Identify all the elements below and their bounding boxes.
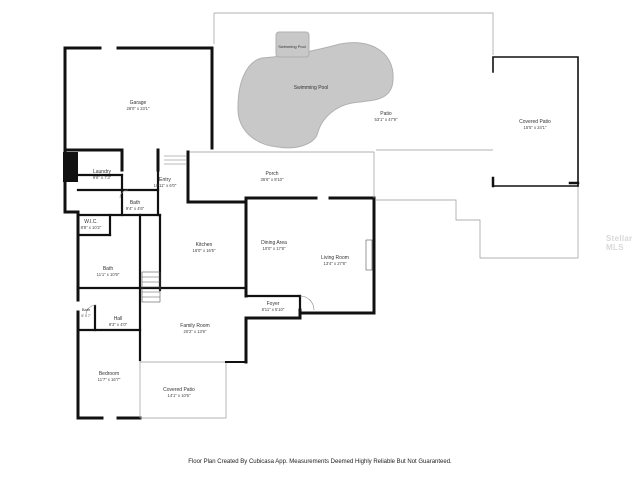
room-hall: Hall 8'3" x 4'0" — [109, 316, 128, 327]
room-kitchen: Kitchen 16'0" x 16'5" — [193, 242, 216, 253]
room-family: Family Room 20'2" x 13'6" — [180, 323, 209, 334]
room-name-entry: Entry — [159, 177, 171, 183]
room-name-covered-patio-right: Covered Patio — [519, 119, 551, 125]
covered-patio-right-walls — [491, 56, 580, 188]
room-dim-family: 20'2" x 13'6" — [184, 329, 207, 334]
room-bedroom: Bedroom 11'7" x 16'7" — [98, 371, 121, 382]
room-name-living: Living Room — [321, 255, 349, 261]
entry-steps — [164, 155, 186, 165]
room-name-hall: Hall — [114, 316, 123, 322]
room-patio: Patio 53'1" x 47'9" — [375, 111, 398, 122]
room-dim-bath-small: 5' x 7' — [81, 314, 90, 318]
room-swimming-pool: Swimming Pool — [294, 85, 328, 91]
stairs — [141, 271, 161, 303]
room-name-patio: Patio — [380, 111, 392, 117]
room-swimming-pool-small: Swimming Pool — [278, 44, 306, 49]
room-name-pool-small: Swimming Pool — [278, 44, 306, 49]
room-garage: Garage 28'0" x 23'1" — [127, 100, 150, 111]
room-foyer: Foyer 8'11" x 5'10" — [262, 301, 285, 312]
room-bath-upper: Bath 9'4" x 4'6" — [126, 200, 145, 211]
room-dim-covered-patio-right: 15'5" x 24'1" — [524, 125, 547, 130]
room-dim-foyer: 8'11" x 5'10" — [262, 307, 285, 312]
room-porch: Porch 35'6" x 8'10" — [261, 171, 284, 182]
room-name-bath-small: Bath — [82, 307, 90, 312]
room-name-dining: Dining Area — [261, 240, 287, 246]
room-name-porch: Porch — [265, 171, 278, 177]
room-covered-patio-right: Covered Patio 15'5" x 24'1" — [519, 119, 551, 130]
room-wic: W.I.C. 8'8" x 10'2" — [81, 219, 102, 230]
room-dim-bath-middle: 11'1" x 10'9" — [97, 272, 120, 277]
room-living: Living Room 13'4" x 27'8" — [321, 255, 349, 266]
room-name-bedroom: Bedroom — [99, 371, 119, 377]
patio-outline — [213, 12, 579, 259]
house-walls — [63, 150, 376, 420]
room-dim-bedroom: 11'7" x 16'7" — [98, 377, 121, 382]
room-entry: Entry 10'11" x 6'0" — [154, 177, 177, 188]
room-covered-patio-bottom: Covered Patio 14'1" x 10'6" — [163, 387, 195, 398]
room-dim-kitchen: 16'0" x 16'5" — [193, 248, 216, 253]
swimming-pool-shape — [237, 31, 394, 149]
room-dim-dining: 10'0" x 17'8" — [263, 246, 286, 251]
room-dim-bath-upper: 9'4" x 4'6" — [126, 206, 145, 211]
room-dim-living: 13'4" x 27'8" — [324, 261, 347, 266]
room-name-kitchen: Kitchen — [196, 242, 213, 248]
room-bath-middle: Bath 11'1" x 10'9" — [97, 266, 120, 277]
room-dim-wic: 8'8" x 10'2" — [81, 225, 102, 230]
room-name-bath-middle: Bath — [103, 266, 114, 272]
room-dim-garage: 28'0" x 23'1" — [127, 106, 150, 111]
room-dim-laundry: 9'8" x 7'3" — [93, 175, 112, 180]
room-dim-hall: 8'3" x 4'0" — [109, 322, 128, 327]
room-dim-covered-patio-bottom: 14'1" x 10'6" — [168, 393, 191, 398]
room-dim-porch: 35'6" x 8'10" — [261, 177, 284, 182]
room-name-bath-upper: Bath — [130, 200, 141, 206]
room-dining: Dining Area 10'0" x 17'8" — [261, 240, 287, 251]
garage-walls — [63, 46, 214, 172]
room-dim-entry: 10'11" x 6'0" — [154, 183, 177, 188]
room-name-garage: Garage — [130, 100, 147, 106]
room-bath-small: Bath 5' x 7' — [81, 307, 90, 318]
footer-disclaimer: Floor Plan Created By Cubicasa App. Meas… — [188, 459, 452, 465]
room-name-laundry: Laundry — [93, 169, 112, 175]
room-name-foyer: Foyer — [267, 301, 280, 307]
room-dim-patio: 53'1" x 47'9" — [375, 117, 398, 122]
room-name-wic: W.I.C. — [84, 219, 98, 225]
watermark: Stellar MLS — [606, 234, 633, 252]
room-name-covered-patio-bottom: Covered Patio — [163, 387, 195, 393]
room-laundry: Laundry 9'8" x 7'3" — [93, 169, 112, 180]
room-name-pool: Swimming Pool — [294, 85, 328, 91]
room-name-family: Family Room — [180, 323, 209, 329]
